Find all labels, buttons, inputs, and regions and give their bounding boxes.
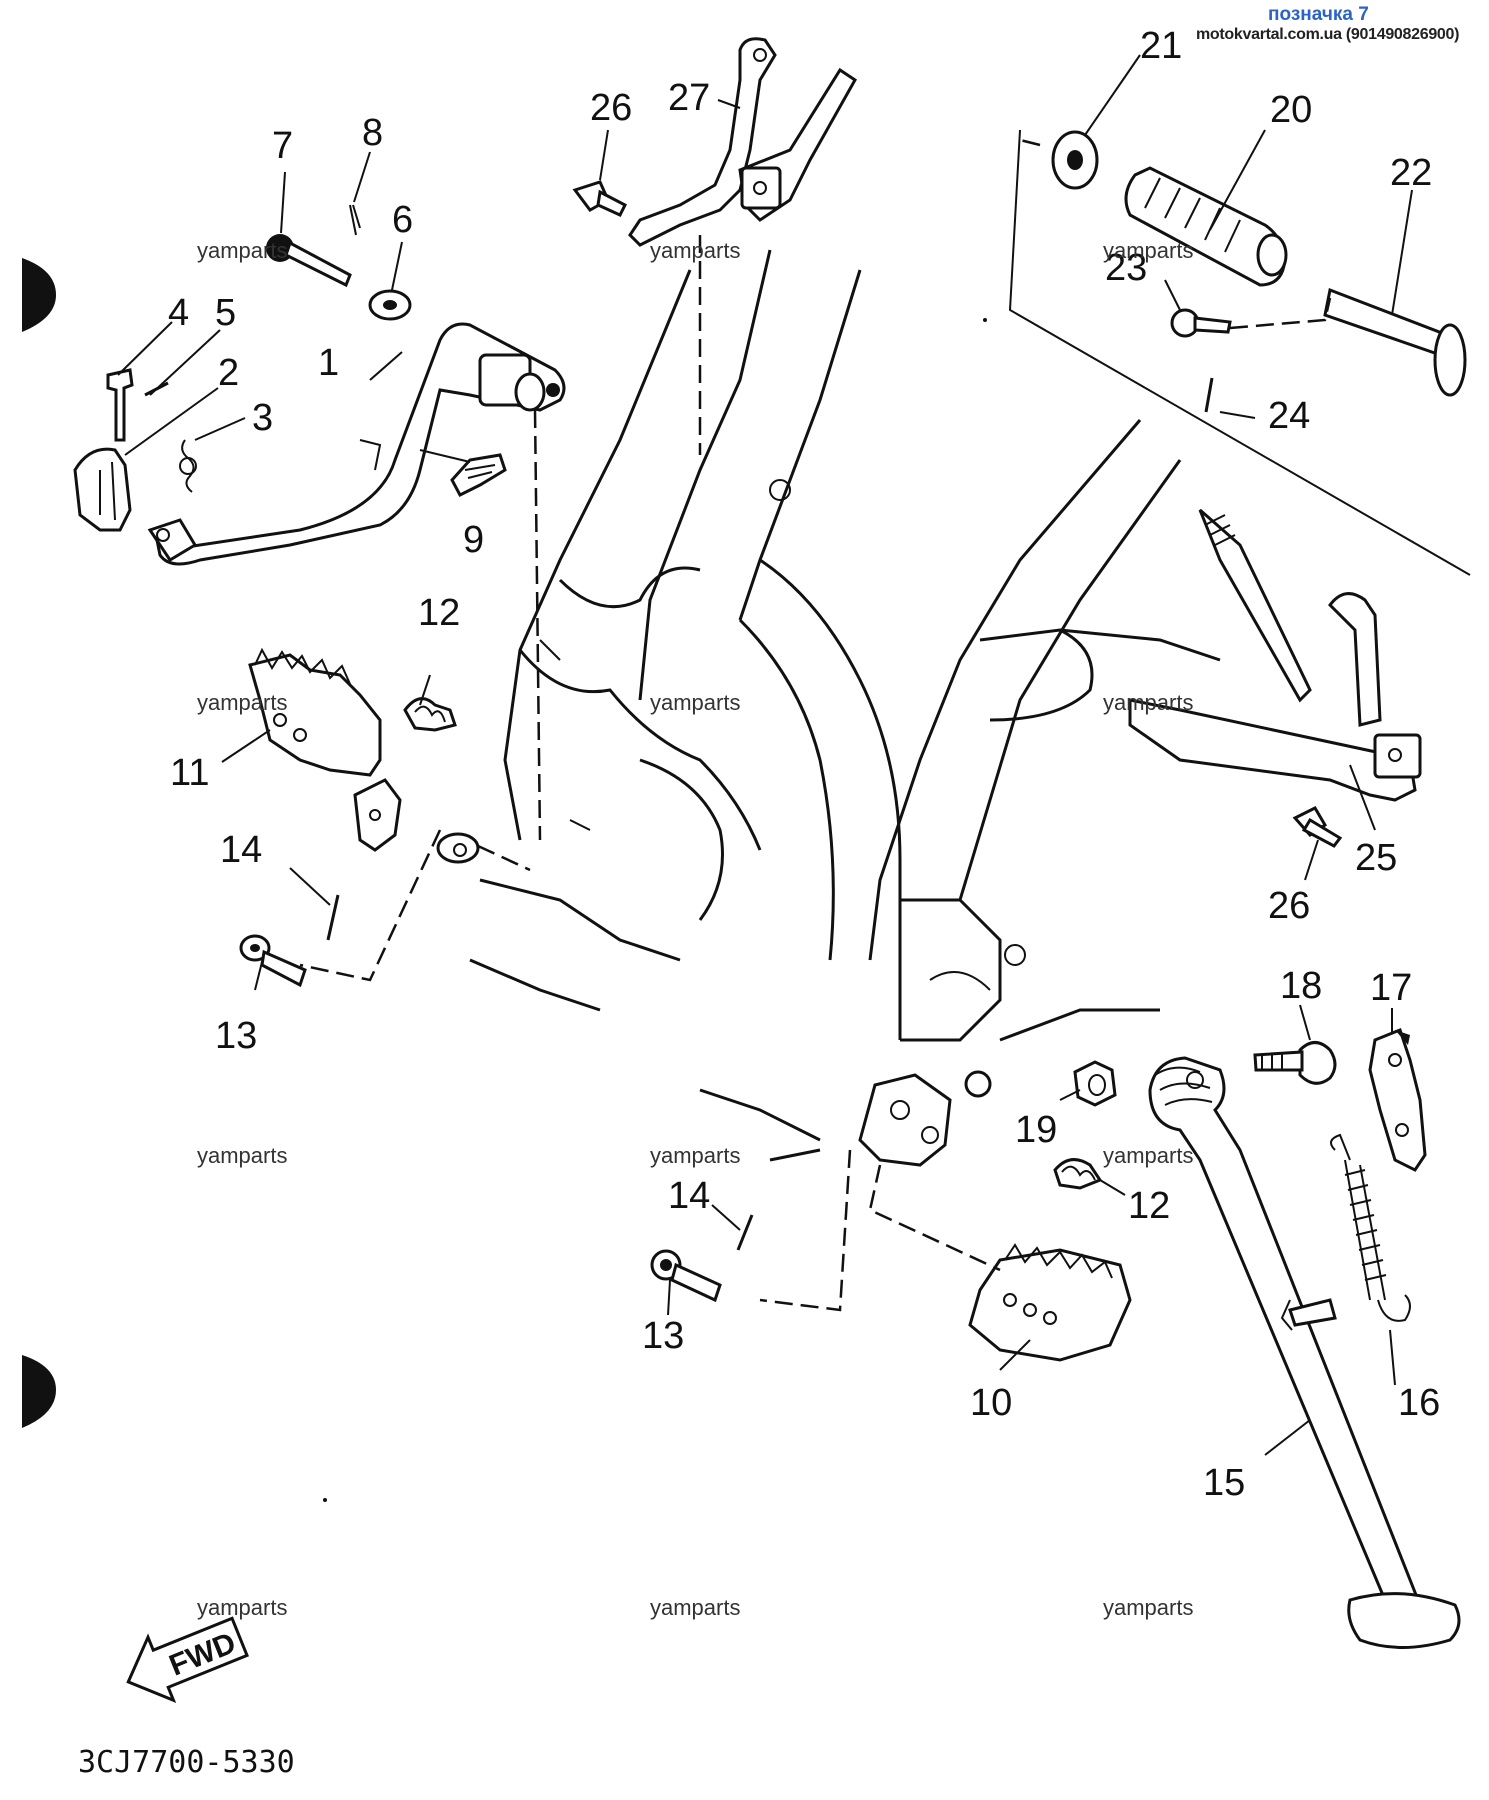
callout-1: 1 — [318, 342, 339, 384]
clevis-pin — [106, 368, 134, 442]
callout-17: 17 — [1370, 967, 1412, 1009]
sidestand-spring — [1330, 1133, 1411, 1322]
bracket-bolt-top — [572, 180, 628, 217]
callout-15: 15 — [1203, 1462, 1245, 1504]
watermark: yamparts — [197, 238, 287, 263]
watermarks: yamparts yamparts yamparts yamparts yamp… — [197, 238, 1193, 1620]
callouts: 1 2 3 4 5 6 7 8 9 10 11 12 12 13 13 14 1… — [168, 25, 1440, 1504]
header-source: motokvartal.com.ua (901490826900) — [1196, 26, 1460, 43]
pivot-bolt — [266, 234, 352, 288]
callout-18: 18 — [1280, 965, 1322, 1007]
callout-4: 4 — [168, 292, 189, 334]
callout-22: 22 — [1390, 152, 1432, 194]
footrest-spring-right — [1053, 1158, 1103, 1190]
watermark: yamparts — [650, 690, 740, 715]
watermark: yamparts — [197, 1595, 287, 1620]
watermark: yamparts — [1103, 1143, 1193, 1168]
callout-7: 7 — [272, 125, 293, 167]
cotter-pin-left — [326, 894, 340, 941]
pedal-spring — [179, 439, 197, 493]
callout-13b: 13 — [642, 1315, 684, 1357]
footrest-pin-left — [239, 934, 307, 988]
leader-lines — [117, 54, 1413, 1456]
spring-plate — [1368, 1028, 1427, 1172]
watermark: yamparts — [650, 1595, 740, 1620]
right-guide — [759, 1149, 852, 1312]
callout-14a: 14 — [220, 829, 262, 871]
cotter-pin-small — [349, 204, 361, 236]
fwd-arrow: FWD — [126, 1616, 249, 1703]
callout-11: 11 — [170, 752, 209, 794]
callout-3: 3 — [252, 397, 273, 439]
callout-26a: 26 — [590, 87, 632, 129]
binding-mark-bottom — [22, 1355, 56, 1428]
frame-outline — [469, 249, 1221, 1162]
callout-21: 21 — [1140, 25, 1182, 67]
callout-20: 20 — [1270, 89, 1312, 131]
grip-assembly — [1008, 129, 1471, 576]
cotter-pin-right — [736, 1214, 754, 1251]
watermark: yamparts — [650, 1143, 740, 1168]
brake-pedal — [147, 322, 566, 566]
callout-12b: 12 — [1128, 1185, 1170, 1227]
binding-mark-top — [22, 258, 56, 332]
washer — [368, 289, 412, 321]
callout-10: 10 — [970, 1382, 1012, 1424]
callout-19: 19 — [1015, 1109, 1057, 1151]
diagram-code: 3CJ7700-5330 — [78, 1745, 295, 1780]
callout-16: 16 — [1398, 1382, 1440, 1424]
sidestand-nut — [1073, 1060, 1117, 1107]
left-guides — [299, 409, 542, 982]
callout-8: 8 — [362, 112, 383, 154]
callout-14b: 14 — [668, 1175, 710, 1217]
watermark: yamparts — [1103, 1595, 1193, 1620]
callout-9: 9 — [463, 519, 484, 561]
watermark: yamparts — [650, 238, 740, 263]
adjuster-bolt — [450, 453, 507, 497]
callout-12a: 12 — [418, 592, 460, 634]
watermark: yamparts — [197, 690, 287, 715]
footrest-spring-left — [403, 697, 457, 732]
footrest-left — [248, 647, 402, 852]
passenger-bracket — [628, 37, 857, 455]
pedal-tip — [73, 447, 132, 532]
footrest-right — [968, 1243, 1132, 1362]
watermark: yamparts — [197, 1143, 287, 1168]
callout-27: 27 — [668, 77, 710, 119]
watermark: yamparts — [1103, 238, 1193, 263]
callout-23: 23 — [1105, 247, 1147, 289]
callout-2: 2 — [218, 352, 239, 394]
sidestand-bolt — [1253, 1041, 1337, 1085]
callout-26b: 26 — [1268, 885, 1310, 927]
callout-13a: 13 — [215, 1015, 257, 1057]
footrest-pin-right — [650, 1249, 722, 1303]
callout-24: 24 — [1268, 395, 1310, 437]
callout-5: 5 — [215, 292, 236, 334]
watermark: yamparts — [1103, 690, 1193, 715]
bracket-bolt-lower — [1292, 806, 1343, 848]
right-rest-bracket — [1128, 508, 1422, 802]
callout-25: 25 — [1355, 837, 1397, 879]
header-label: позначка 7 — [1268, 4, 1369, 25]
sidestand — [1148, 1056, 1461, 1649]
callout-6: 6 — [392, 199, 413, 241]
footrest-bracket-right — [858, 1073, 1001, 1272]
